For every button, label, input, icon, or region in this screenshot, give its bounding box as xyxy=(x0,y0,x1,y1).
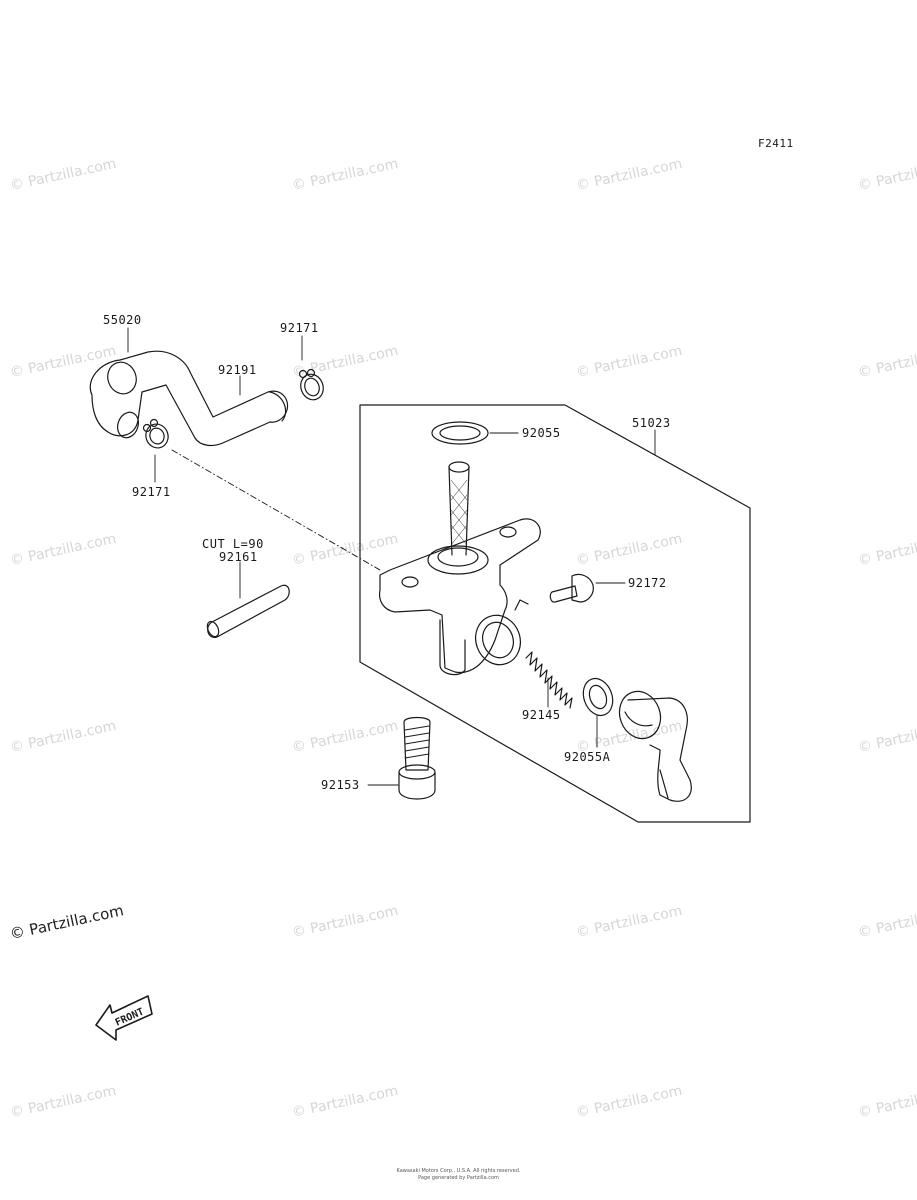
part-label-92172: 92172 xyxy=(628,576,667,590)
fuel-hose-icon xyxy=(89,350,289,447)
part-label-55020: 55020 xyxy=(103,313,142,327)
fuel-valve-body-icon xyxy=(378,518,541,676)
bolt-icon xyxy=(398,716,436,800)
part-label-92145: 92145 xyxy=(522,708,561,722)
part-label-92153: 92153 xyxy=(321,778,360,792)
part-label-92191: 92191 xyxy=(218,363,257,377)
figure-id: F2411 xyxy=(758,137,794,150)
gasket-icon xyxy=(431,421,489,445)
part-label-92171: 92171 xyxy=(132,485,171,499)
washer-icon xyxy=(582,677,614,717)
footer-copyright: Kawasaki Motors Corp., U.S.A. All rights… xyxy=(396,1168,521,1174)
screw-icon xyxy=(549,573,594,603)
part-label-cut-length: CUT L=90 xyxy=(202,537,264,551)
hose-clamp-icon xyxy=(298,368,324,401)
footer-generated: Page generated by Partzilla.com xyxy=(418,1175,499,1181)
part-label-92171: 92171 xyxy=(280,321,319,335)
part-label-51023: 51023 xyxy=(632,416,671,430)
spring-icon xyxy=(525,651,573,709)
part-label-92055A: 92055A xyxy=(564,750,611,764)
part-label-92161: 92161 xyxy=(219,550,258,564)
hose-clamp-icon xyxy=(142,418,169,449)
part-label-92055: 92055 xyxy=(522,426,561,440)
hose-pipe-icon xyxy=(206,584,290,639)
valve-lever-icon xyxy=(618,690,692,802)
leader-lines xyxy=(127,327,656,786)
assembly-outline xyxy=(359,404,751,823)
front-arrow-icon xyxy=(95,995,153,1041)
